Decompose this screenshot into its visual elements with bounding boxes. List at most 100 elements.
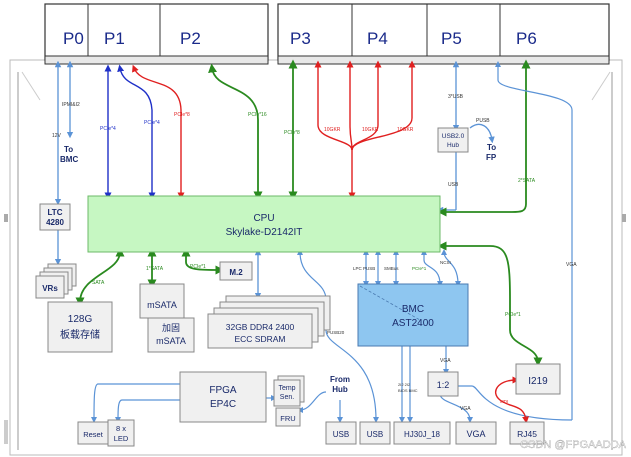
label-usb: USB xyxy=(448,182,459,188)
label-from-hub-1: From xyxy=(330,375,350,384)
msata2-line1: 加固 xyxy=(162,323,180,333)
usbhub-line2: Hub xyxy=(447,142,459,149)
corner-line-tl xyxy=(21,71,41,101)
connector-strip-left xyxy=(44,3,269,65)
label-pusb: PUSB xyxy=(476,118,490,124)
ddr-line1: 32GB DDR4 2400 xyxy=(226,322,295,332)
usbhub-line1: USB2.0 xyxy=(442,133,465,140)
label-pcie1-a: PCIe*1 xyxy=(190,264,206,270)
label-pcie1-c: PCIe*1 xyxy=(505,312,521,318)
ltc-line1: LTC xyxy=(48,208,63,217)
label-vga-side: VGA xyxy=(566,262,577,268)
cpu-block xyxy=(87,195,441,253)
usb1-label: USB xyxy=(333,430,349,439)
connector-p2: P2 xyxy=(180,29,201,48)
label-12v: 12V xyxy=(52,133,62,139)
label-3usb: 3*USB xyxy=(448,94,464,100)
ltc-line2: 4280 xyxy=(46,218,64,227)
temp-block xyxy=(273,375,305,407)
msata-label: mSATA xyxy=(147,300,177,310)
label-ncsi: NCSI xyxy=(440,260,451,265)
usb2-label: USB xyxy=(367,430,383,439)
connector-p5: P5 xyxy=(441,29,462,48)
reset-label: Reset xyxy=(83,430,104,439)
connector-p4: P4 xyxy=(367,29,388,48)
label-msata: 1*SATA xyxy=(146,266,164,272)
label-mdi: MDI xyxy=(500,399,508,404)
label-pcie1-b: PCIe*1 xyxy=(412,266,427,271)
cpu-title: CPU xyxy=(253,213,274,224)
ddr-line2: ECC SDRAM xyxy=(234,334,285,344)
splitter-label: 1:2 xyxy=(437,380,450,390)
bmc-subtitle: AST2400 xyxy=(392,318,434,329)
fpga-line2: EP4C xyxy=(210,399,236,410)
label-pcie8-a: PCIe*8 xyxy=(174,112,190,118)
connector-p3: P3 xyxy=(290,29,311,48)
vrs-label: VRs xyxy=(42,284,58,293)
link-p0-ltc xyxy=(54,60,74,206)
label-10gkr-a: 10GKR xyxy=(324,127,341,133)
fru-label: FRU xyxy=(280,414,295,423)
ltc-block xyxy=(39,203,71,231)
link-cpu-m2 xyxy=(181,247,225,275)
rj45-label: RJ45 xyxy=(517,429,537,439)
i219-label: I219 xyxy=(528,376,548,387)
msata2-block xyxy=(147,317,195,353)
usb2-block xyxy=(359,421,391,445)
label-to-bmc-2: BMC xyxy=(60,155,78,164)
led-line1: 8 x xyxy=(116,424,126,433)
label-pusb20: PUSB20 xyxy=(327,330,345,335)
led-block xyxy=(107,419,135,447)
link-bmc-hj30j xyxy=(399,346,413,423)
label-to-fp-2: FP xyxy=(486,153,497,162)
corner-line-tr xyxy=(591,71,611,101)
label-bios: BIOS BMC xyxy=(398,388,418,393)
bmc-title: BMC xyxy=(402,304,424,315)
vga-label: VGA xyxy=(466,429,485,439)
cpu-subtitle: Skylake-D2142IT xyxy=(226,227,303,238)
label-to-fp-1: To xyxy=(487,143,496,152)
link-p1-pcie4-b xyxy=(117,64,156,200)
hj30j-label: HJ30J_18 xyxy=(404,430,441,439)
label-smbus: SMBus xyxy=(384,266,399,271)
label-sata: SATA xyxy=(92,280,105,286)
link-p6-sata xyxy=(437,59,531,217)
link-i219-rj45 xyxy=(495,376,530,424)
usbhub-block xyxy=(437,127,469,153)
label-spi: 2I2 2I2 xyxy=(398,382,411,387)
label-10gkr-c: 10GKR xyxy=(397,127,414,133)
fpga-line1: FPGA xyxy=(209,385,237,396)
label-pcie4-a: PCIe*4 xyxy=(100,126,116,132)
msata-block xyxy=(139,283,185,319)
label-vga-a: VGA xyxy=(440,358,451,364)
storage-block xyxy=(47,301,113,353)
temp-line2: Sen. xyxy=(280,394,294,401)
bmc-block xyxy=(357,283,469,347)
rj45-block xyxy=(509,421,545,445)
label-pcie4-b: PCIe*4 xyxy=(144,120,160,126)
usb1-block xyxy=(325,421,357,445)
watermark: CSDN @FPGAADDA xyxy=(520,439,627,451)
msata2-line2: mSATA xyxy=(156,336,186,346)
left-tab-top xyxy=(4,214,8,222)
label-pcie8-b: PCIe*8 xyxy=(284,130,300,136)
link-cpu-i219 xyxy=(437,241,543,367)
vga-block xyxy=(455,421,497,445)
connector-p6: P6 xyxy=(516,29,537,48)
storage-line2: 板载存储 xyxy=(60,328,100,341)
label-ipmi: IPMI&I2 xyxy=(62,102,80,108)
storage-line1: 128G xyxy=(68,314,93,325)
bmc-diagonal xyxy=(359,285,421,321)
i219-block xyxy=(515,363,561,395)
connector-p0: P0 xyxy=(63,29,84,48)
ddr-block xyxy=(207,295,331,349)
right-tab-top xyxy=(622,214,626,222)
label-to-bmc-1: To xyxy=(64,145,73,154)
board-outline xyxy=(9,59,623,456)
fru-block xyxy=(275,407,301,427)
label-10gkr-b: 10GKR xyxy=(362,127,379,133)
led-line2: LED xyxy=(114,434,129,443)
hj30j-block xyxy=(393,421,451,445)
